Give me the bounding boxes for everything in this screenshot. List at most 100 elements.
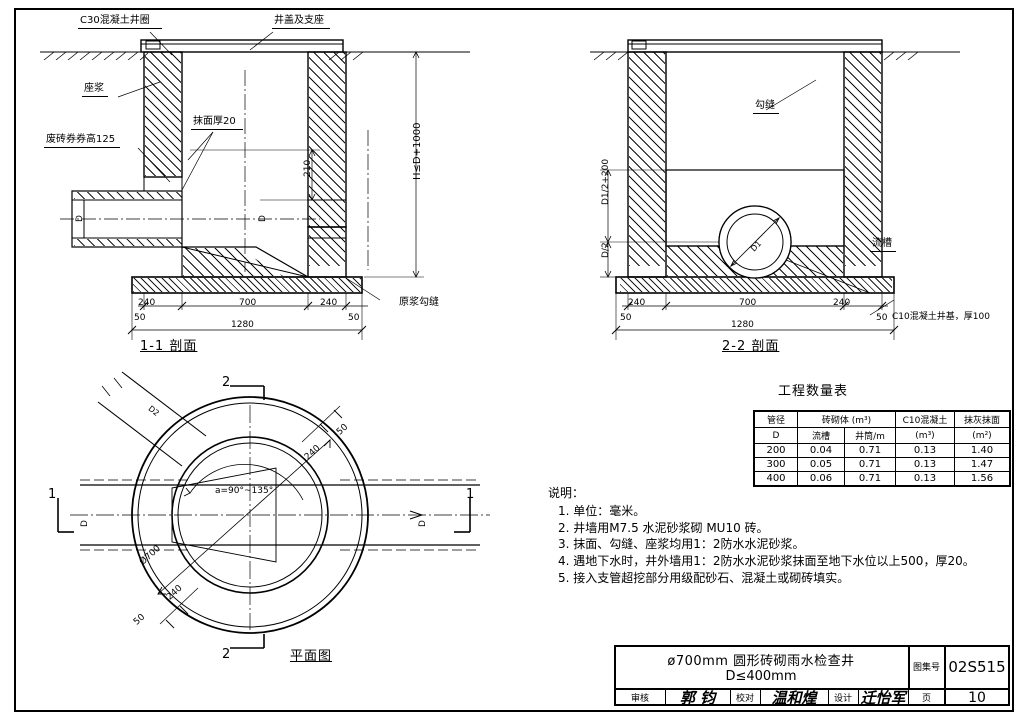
th-brick-group: 砖砌体 (m³) [797, 410, 896, 428]
dim-50-left-sec22: 50 [620, 313, 632, 323]
sec22-left-wall-hatch [629, 52, 665, 266]
note-item: 5. 接入支管超挖部分用级配砂石、混凝土或砌砖填实。 [558, 570, 850, 585]
dim-50-right-sec22: 50 [876, 313, 888, 323]
label-c30-well-ring: C30混凝土井圈 [80, 15, 150, 26]
cell-well-wall: 0.71 [844, 443, 896, 458]
table-header-row-1: 管径 砖砌体 (m³) C10混凝土 抹灰抹面 [753, 410, 1011, 428]
note-item: 4. 遇地下水时，井外墙用1：2防水水泥砂浆抹面至地下水位以上500，厚20。 [558, 554, 975, 569]
label-underline-flow-channel [870, 251, 896, 252]
dim-total-1280-sec11: 1280 [231, 320, 254, 330]
dim-50-left-sec11: 50 [134, 313, 146, 323]
th-plaster-2: (m²) [954, 427, 1011, 444]
drawing-title-line-2: D≤400mm [725, 668, 797, 684]
plan-view-drawing [57, 371, 490, 649]
dim-d1-half-plus-200: D1/2+200 [601, 158, 611, 205]
cell-concrete: 0.13 [895, 457, 955, 472]
th-plaster-1: 抹灰抹面 [954, 410, 1011, 428]
quantity-table: 管径 砖砌体 (m³) C10混凝土 抹灰抹面 D 流槽 井筒/m (m³) (… [753, 410, 1011, 487]
cell-well-wall: 0.71 [844, 471, 896, 487]
label-underline-arch [44, 147, 120, 148]
title-block [614, 645, 1010, 706]
label-underline-plaster [191, 129, 243, 130]
th-pipe-diameter-1: 管径 [753, 410, 798, 428]
section-1-1-drawing [40, 31, 470, 340]
base-slab-hatch [133, 278, 361, 292]
table-header-row-2: D 流槽 井筒/m (m³) (m²) [753, 427, 1011, 444]
quantity-table-title: 工程数量表 [778, 384, 849, 399]
cell-flow-channel: 0.05 [797, 457, 845, 472]
note-item: 1. 单位：毫米。 [558, 503, 646, 518]
design-signature: 迁怡军 [860, 688, 906, 707]
cell-pipe-diameter: 400 [753, 471, 798, 487]
plan-dim-angle: a=90°~135° [215, 486, 274, 496]
th-well-wall: 井筒/m [844, 427, 896, 444]
title-block-vline-6 [828, 688, 830, 706]
table-row: 400 0.06 0.71 0.13 1.56 [753, 471, 1011, 487]
caption-section-1-1: 1-1 剖面 [140, 339, 198, 354]
drawing-number-label: 图集号 [912, 663, 940, 673]
cell-flow-channel: 0.06 [797, 471, 845, 487]
cell-plaster: 1.47 [954, 457, 1011, 472]
dim-700-sec11: 700 [239, 298, 257, 308]
sec22-base-hatch [620, 278, 892, 292]
label-underline-pointing [753, 113, 779, 114]
cell-plaster: 1.40 [954, 443, 1011, 458]
plan-label-main-pipe-right: D [418, 520, 428, 527]
approve-label: 审核 [630, 694, 649, 704]
cell-pipe-diameter: 200 [753, 443, 798, 458]
label-bedding-mortar: 座浆 [84, 83, 104, 94]
title-block-vline-5 [760, 688, 762, 706]
page-number: 10 [968, 689, 986, 706]
label-plaster-20: 抹面厚20 [193, 116, 236, 127]
table-row: 200 0.04 0.71 0.13 1.40 [753, 443, 1011, 458]
dim-well-height: H≤D+1000 [412, 122, 423, 180]
cell-well-wall: 0.71 [844, 457, 896, 472]
cell-concrete: 0.13 [895, 443, 955, 458]
th-flow-channel: 流槽 [797, 427, 845, 444]
drawing-title: ø700mm 圆形砖砌雨水检查井 D≤400mm [616, 646, 906, 687]
title-block-vline-2 [944, 645, 946, 706]
caption-plan-view: 平面图 [290, 649, 333, 664]
th-concrete-1: C10混凝土 [895, 410, 955, 428]
label-c10-base: C10混凝土井基，厚100 [892, 312, 990, 322]
th-concrete-2: (m³) [895, 427, 955, 444]
dim-210: 210 [303, 159, 313, 177]
label-underline-bedding [82, 96, 108, 97]
brick-hatch-left-wall [145, 52, 181, 176]
dim-240-right-sec11: 240 [320, 298, 338, 308]
page-label: 页 [921, 694, 931, 704]
dim-240-right-sec22: 240 [833, 298, 851, 308]
dim-700-sec22: 700 [739, 298, 757, 308]
label-underline-well-ring [78, 28, 162, 29]
design-label: 设计 [833, 694, 852, 704]
dim-240-left-sec11: 240 [138, 298, 156, 308]
notes-title: 说明： [548, 486, 585, 500]
plan-section-mark-1-left: 1 [48, 487, 57, 502]
label-brick-arch: 废砖券券高125 [46, 134, 116, 145]
approve-signature: 郭 钧 [679, 688, 716, 707]
label-joint-pointing: 原浆勾缝 [399, 297, 439, 308]
note-item: 2. 井墙用M7.5 水泥砂浆砌 MU10 砖。 [558, 520, 769, 535]
plan-label-main-pipe: D [80, 520, 90, 527]
caption-section-2-2: 2-2 剖面 [722, 339, 780, 354]
note-item: 3. 抹面、勾缝、座浆均用1：2防水水泥砂浆。 [558, 537, 805, 552]
dim-50-right-sec11: 50 [348, 313, 360, 323]
cell-plaster: 1.56 [954, 471, 1011, 487]
drawing-title-line-1: ø700mm 圆形砖砌雨水检查井 [667, 653, 855, 669]
title-block-vline-3 [665, 688, 667, 706]
title-block-vline-7 [858, 688, 860, 706]
pipe-top-hatch [74, 192, 182, 199]
dim-d-half: D/2 [601, 242, 611, 258]
section-2-2-pipe-overlay [666, 205, 844, 279]
title-block-vline-8 [908, 688, 910, 706]
plan-section-mark-2-bottom: 2 [222, 647, 231, 662]
label-cover-and-seat: 井盖及支座 [274, 15, 324, 26]
sheet-border [14, 8, 1014, 712]
label-underline-cover-seat [272, 28, 330, 29]
title-block-vline-4 [730, 688, 732, 706]
th-pipe-diameter-2: D [753, 427, 798, 444]
dim-pipe-d-sec11: D [75, 215, 85, 222]
drawing-number-value: 02S515 [948, 657, 1006, 676]
label-flow-channel-sec22: 流槽 [872, 238, 892, 249]
